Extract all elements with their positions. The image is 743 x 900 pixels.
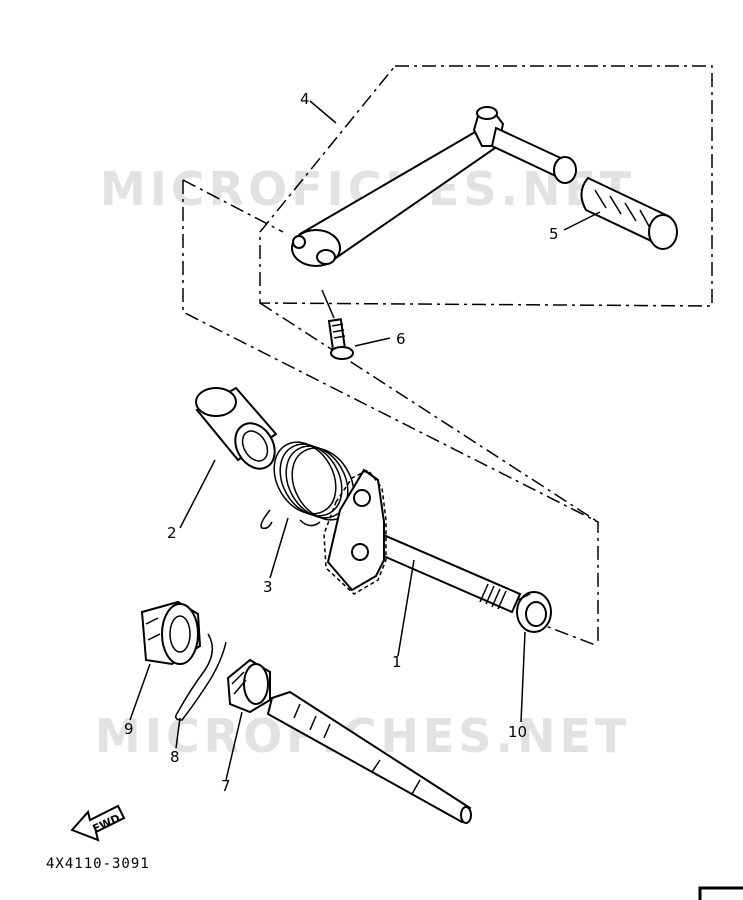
kick-grip (580, 176, 678, 250)
kick-crank-arm (291, 106, 577, 267)
bearing (140, 600, 202, 666)
clip (175, 633, 227, 721)
kick-crank-assembly-box (259, 65, 713, 307)
kick-axle (323, 468, 522, 614)
diagram-code: 4X4110-3091 (46, 856, 150, 872)
oil-seal (516, 591, 552, 633)
callout-7: 7 (221, 777, 231, 795)
callout-6: 6 (396, 330, 406, 348)
primary-shaft (266, 690, 472, 824)
callout-8: 8 (170, 748, 180, 766)
callout-4: 4 (300, 90, 310, 108)
torsion-spring (260, 441, 355, 530)
crank-bolt (321, 289, 354, 360)
callout-3: 3 (263, 578, 273, 596)
driven-gear (226, 658, 271, 714)
callout-2: 2 (167, 524, 177, 542)
corner-mark (698, 886, 743, 900)
spring-guide (195, 386, 278, 470)
callout-10: 10 (508, 723, 527, 741)
callout-9: 9 (124, 720, 134, 738)
callout-5: 5 (549, 225, 559, 243)
fwd-arrow-icon: FWD (70, 804, 126, 842)
callout-1: 1 (392, 653, 402, 671)
